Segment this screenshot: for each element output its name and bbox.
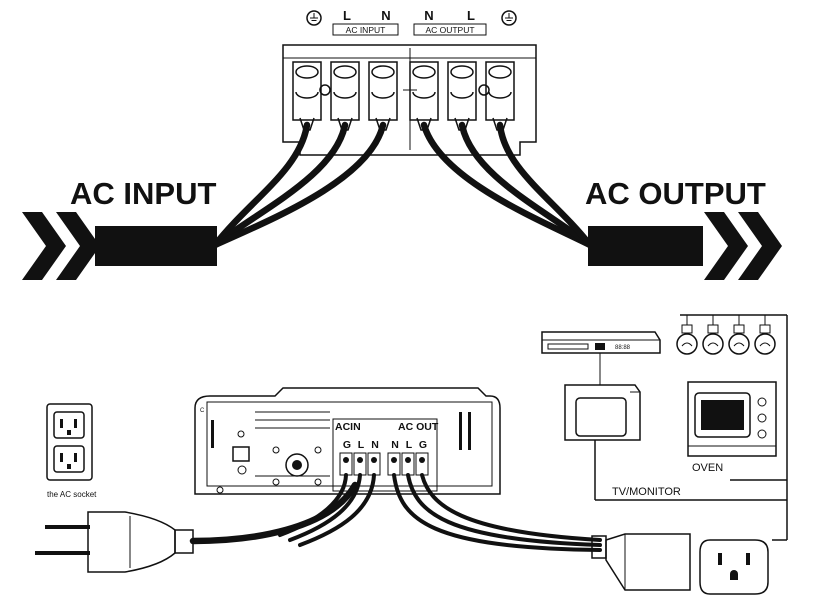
terminal-label-n-input: N [381, 8, 390, 23]
terminal-label-l-input: L [343, 8, 351, 23]
plug-cord [189, 481, 359, 545]
panel-terminal-g2: G [419, 439, 427, 451]
terminal-block-diagram: L N N L AC INPUT AC OUTPUT [22, 8, 782, 280]
appliance-wiring [594, 314, 788, 541]
box-label-ac-input: AC INPUT [346, 25, 386, 35]
terminal-label-n-output: N [424, 8, 433, 23]
terminal-block [282, 44, 537, 156]
panel-terminal-l1: L [358, 439, 365, 451]
vcr-display: 88:88 [615, 345, 631, 351]
terminal-posts [292, 61, 515, 131]
light-bulbs [676, 315, 776, 355]
bulb-icon [702, 315, 724, 355]
panel-terminal-g1: G [343, 439, 351, 451]
tv-monitor [564, 384, 641, 441]
input-cable [22, 212, 217, 280]
installation-diagram: the AC socket [35, 314, 788, 595]
panel-label-acin: ACIN [335, 421, 361, 433]
ground-icon-left [306, 10, 322, 26]
bulb-icon [728, 315, 750, 355]
ground-icon-right [501, 10, 517, 26]
oven-label: OVEN [692, 462, 723, 474]
panel-terminals: G L N N L G [339, 439, 429, 476]
panel-marker: C [200, 408, 205, 414]
socket-label: the AC socket [47, 490, 97, 499]
input-wires [211, 121, 387, 249]
output-connector [591, 533, 691, 591]
ac-input-label: AC INPUT [70, 176, 216, 211]
output-receptacle [699, 539, 769, 595]
panel-terminal-n1: N [371, 439, 379, 451]
wall-socket [46, 403, 93, 481]
bulb-icon [676, 315, 698, 355]
panel-terminal-l2: L [406, 439, 413, 451]
panel-terminal-n2: N [391, 439, 399, 451]
panel-output-wires [392, 473, 602, 552]
oven [687, 381, 777, 457]
tv-label: TV/MONITOR [612, 486, 681, 498]
bulb-icon [754, 315, 776, 355]
output-cable [588, 212, 782, 280]
ac-output-label: AC OUTPUT [585, 176, 766, 211]
fan-grille [255, 411, 330, 477]
box-label-ac-output: AC OUTPUT [425, 25, 474, 35]
vcr-device: 88:88 [541, 331, 661, 354]
panel-label-acout: AC OUT [398, 421, 439, 433]
output-wires [420, 121, 594, 249]
terminal-label-l-output: L [467, 8, 475, 23]
ac-plug [35, 511, 194, 573]
panel-input-wires [278, 473, 376, 547]
